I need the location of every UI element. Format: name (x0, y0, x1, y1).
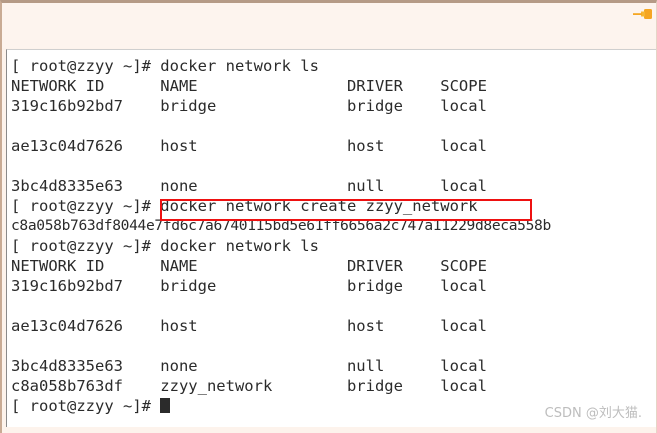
terminal-window[interactable]: [ root@zzyy ~]# docker network ls NETWOR… (6, 49, 656, 429)
terminal-line: 319c16b92bd7 bridge bridge local (11, 97, 487, 115)
terminal-line: [ root@zzyy ~]# docker network ls (11, 57, 319, 75)
block-cursor (160, 398, 171, 413)
terminal-line-blank (11, 116, 656, 136)
watermark: CSDN @刘大猫. (544, 406, 642, 421)
terminal-line: 3bc4d8335e63 none null local (11, 177, 487, 195)
terminal-line-network-id: c8a058b763df8044e7fd6c7a6740115bd5e61ff6… (11, 217, 551, 234)
terminal-line-blank (11, 336, 656, 356)
bottom-strip (2, 427, 656, 433)
terminal-line-new-network: c8a058b763df zzyy_network bridge local (11, 377, 487, 395)
terminal-line-blank (11, 296, 656, 316)
terminal-line: [ root@zzyy ~]# docker network ls (11, 237, 319, 255)
terminal-prompt-line: [ root@zzyy ~]# (11, 396, 656, 416)
prompt-text: [ root@zzyy ~]# (11, 397, 161, 415)
terminal-line: NETWORK ID NAME DRIVER SCOPE (11, 77, 487, 95)
terminal-line-create-command: [ root@zzyy ~]# docker network create zz… (11, 197, 478, 215)
terminal-line: NETWORK ID NAME DRIVER SCOPE (11, 257, 487, 275)
pushpin-icon[interactable] (632, 6, 654, 22)
header-band (2, 3, 656, 48)
terminal-line: 3bc4d8335e63 none null local (11, 357, 487, 375)
terminal-line: ae13c04d7626 host host local (11, 317, 487, 335)
terminal-line: ae13c04d7626 host host local (11, 137, 487, 155)
terminal-line: 319c16b92bd7 bridge bridge local (11, 277, 487, 295)
terminal-line-blank (11, 156, 656, 176)
